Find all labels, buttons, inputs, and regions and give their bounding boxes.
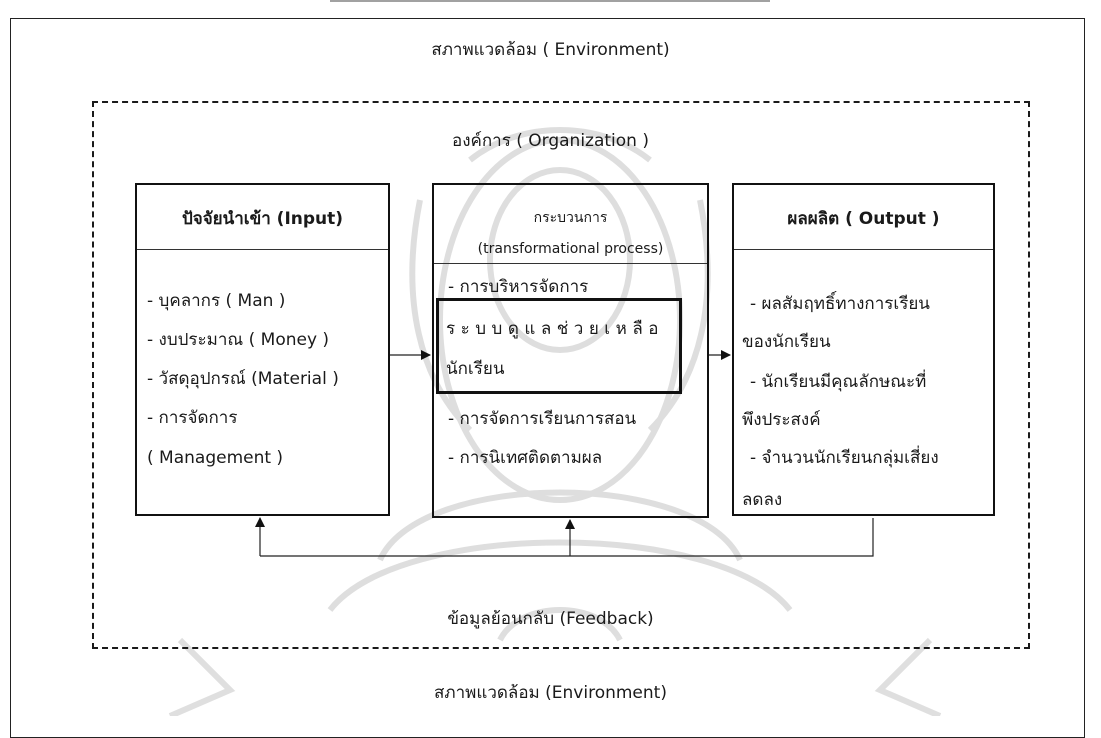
connector-lines xyxy=(255,350,874,557)
output-item: - จำนวนนักเรียนกลุ่มเสี่ยง xyxy=(750,448,939,468)
output-item: - นักเรียนมีคุณลักษณะที่ xyxy=(750,372,927,392)
environment-label-bottom: สภาพแวดล้อม (Environment) xyxy=(434,683,667,703)
input-item: - การจัดการ xyxy=(147,408,238,428)
output-box: ผลผลิต ( Output ) - ผลสัมฤทธิ์ทางการเรีย… xyxy=(732,183,995,516)
organization-label: องค์การ ( Organization ) xyxy=(451,131,649,151)
feedback-line xyxy=(260,518,874,557)
feedback-label: ข้อมูลย้อนกลับ (Feedback) xyxy=(447,609,654,629)
process-title-line1: กระบวนการ xyxy=(533,210,608,226)
process-box: กระบวนการ (transformational process) - ก… xyxy=(432,183,709,518)
output-divider xyxy=(734,249,993,250)
process-item: - การนิเทศติดตามผล xyxy=(448,448,603,468)
output-item: พึงประสงค์ xyxy=(742,410,821,430)
input-title: ปัจจัยนำเข้า (Input) xyxy=(181,209,344,229)
process-item: - การจัดการเรียนการสอน xyxy=(448,409,637,429)
output-title: ผลผลิต ( Output ) xyxy=(787,209,940,229)
organization-frame xyxy=(92,101,1030,649)
output-item: - ผลสัมฤทธิ์ทางการเรียน xyxy=(750,294,930,314)
process-focus-line1: ระบบดูแลช่วยเหลือ xyxy=(446,319,664,339)
input-item: - งบประมาณ ( Money ) xyxy=(147,330,330,350)
watermark-emblem xyxy=(168,127,942,716)
process-title-line2: (transformational process) xyxy=(477,241,664,257)
process-focus-line2: นักเรียน xyxy=(446,359,505,379)
input-divider xyxy=(137,249,388,250)
process-focus-highlight xyxy=(436,298,682,394)
input-item: - วัสดุอุปกรณ์ (Material ) xyxy=(147,369,339,389)
process-item: - การบริหารจัดการ xyxy=(448,277,589,297)
input-item: - บุคลากร ( Man ) xyxy=(147,291,286,311)
header-fragment xyxy=(330,0,770,4)
input-box: ปัจจัยนำเข้า (Input) - บุคลากร ( Man ) -… xyxy=(135,183,390,516)
environment-label-top: สภาพแวดล้อม ( Environment) xyxy=(431,40,670,60)
process-divider xyxy=(434,263,707,264)
input-item: ( Management ) xyxy=(147,448,284,468)
output-item: ลดลง xyxy=(742,490,783,510)
output-item: ของนักเรียน xyxy=(742,332,831,352)
